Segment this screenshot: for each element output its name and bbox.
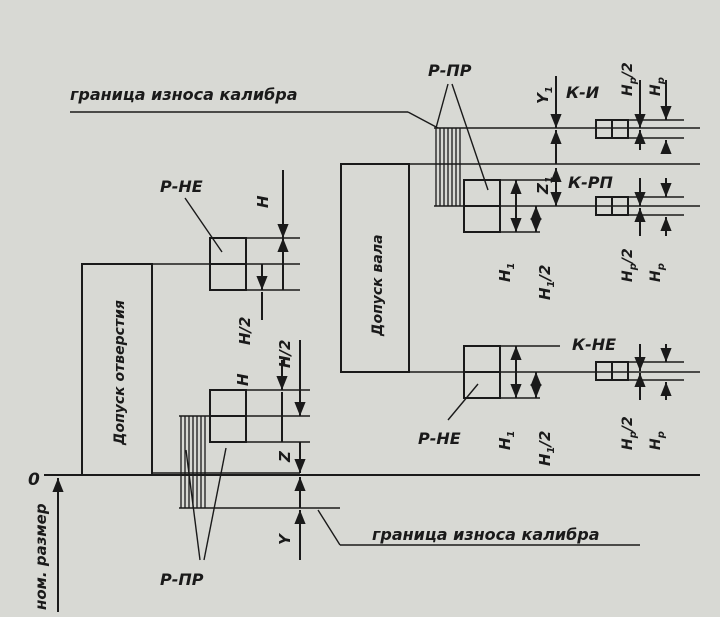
dim-Z1: Z1	[534, 176, 555, 195]
dim-H1-2-lower: H1/2	[536, 431, 557, 466]
hole-tolerance-label: Допуск отверстия	[112, 300, 128, 446]
zero-label: 0	[28, 470, 40, 490]
r-pr-hole-wear-hatch	[179, 415, 228, 509]
dim-H1-upper: H1	[496, 262, 517, 282]
dim-Y1: Y1	[534, 86, 555, 104]
dim-Hp2-kne: Hp/2	[620, 416, 639, 450]
dim-H1-2-upper: H1/2	[536, 265, 557, 300]
dim-Hp2-ki: Hp/2	[620, 62, 639, 96]
r-pr-shaft-wear-hatch	[434, 127, 700, 207]
wear-limit-label-bottom: граница износа калибра	[372, 525, 600, 544]
shaft-tolerance-label: Допуск вала	[370, 234, 386, 337]
dim-Hp-kne: Hp	[648, 431, 667, 450]
r-ne-hole-label: Р-НЕ	[160, 177, 203, 196]
nominal-size-label: ном. размер	[32, 503, 50, 610]
dim-Z: Z	[276, 450, 294, 463]
wear-limit-label-top: граница износа калибра	[70, 85, 298, 104]
r-pr-hole-label: Р-ПР	[160, 570, 204, 589]
r-ne-shaft-label: Р-НЕ	[418, 429, 461, 448]
dim-Hp2-krp: Hp/2	[620, 248, 639, 282]
dim-H2-lower: H/2	[276, 340, 294, 368]
k-ne-label: К-НЕ	[572, 335, 616, 354]
dim-H1-lower: H1	[496, 430, 517, 450]
shaft-tolerance-box	[340, 163, 410, 373]
k-rp-label: К-РП	[568, 173, 613, 192]
k-i-label: К-И	[566, 83, 600, 102]
dim-Hp-krp: Hp	[648, 263, 667, 282]
dim-Y: Y	[276, 532, 294, 545]
dim-Hp-ki: Hp	[648, 77, 667, 96]
dim-H-lower: H	[234, 373, 252, 386]
dim-H2-upper: H/2	[236, 317, 254, 345]
hole-tolerance-box	[81, 263, 153, 476]
dim-H-upper: H	[254, 195, 272, 208]
r-pr-shaft-label: Р-ПР	[428, 61, 472, 80]
